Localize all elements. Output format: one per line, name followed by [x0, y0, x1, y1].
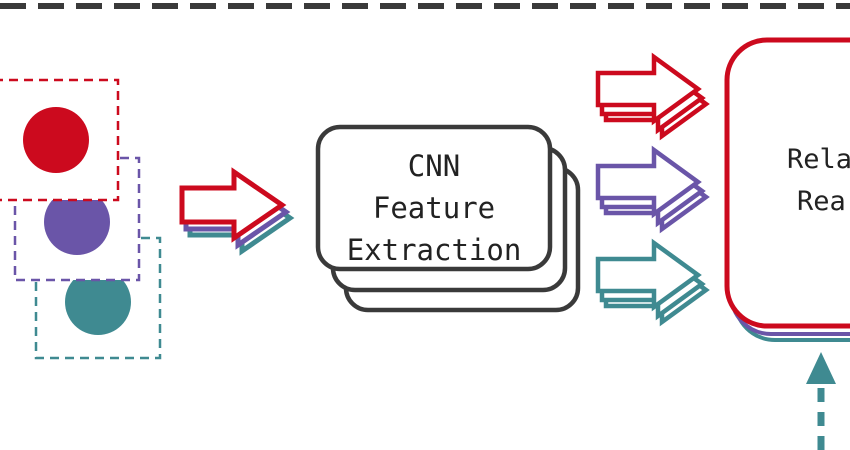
cnn-feature-box: CNN Feature Extraction	[315, 124, 581, 313]
cnn-box-line-1: CNN	[408, 149, 460, 183]
input-dot-teal	[65, 269, 131, 335]
relation-box-red	[724, 37, 850, 329]
input-dot-purple	[44, 189, 110, 255]
arrow-red-front	[179, 167, 287, 243]
relation-box-line-1: Rela	[787, 144, 850, 175]
relation-box-line-2: Rea	[797, 186, 846, 217]
cnn-box-front	[315, 124, 553, 272]
output-arrow-teal	[595, 238, 710, 327]
upward-feedback-arrow	[806, 352, 836, 450]
feedback-arrow-head	[806, 352, 836, 384]
cnn-box-line-2: Feature	[373, 191, 495, 225]
output-arrow-purple	[595, 145, 710, 234]
relation-reasoning-box: Rela Rea	[724, 37, 850, 342]
input-dot-red	[23, 107, 89, 173]
input-frames	[0, 78, 162, 360]
cnn-box-line-3: Extraction	[347, 233, 522, 267]
output-arrow-red	[595, 52, 710, 141]
cnn-output-arrows	[595, 52, 710, 327]
input-to-cnn-arrow	[179, 167, 295, 256]
